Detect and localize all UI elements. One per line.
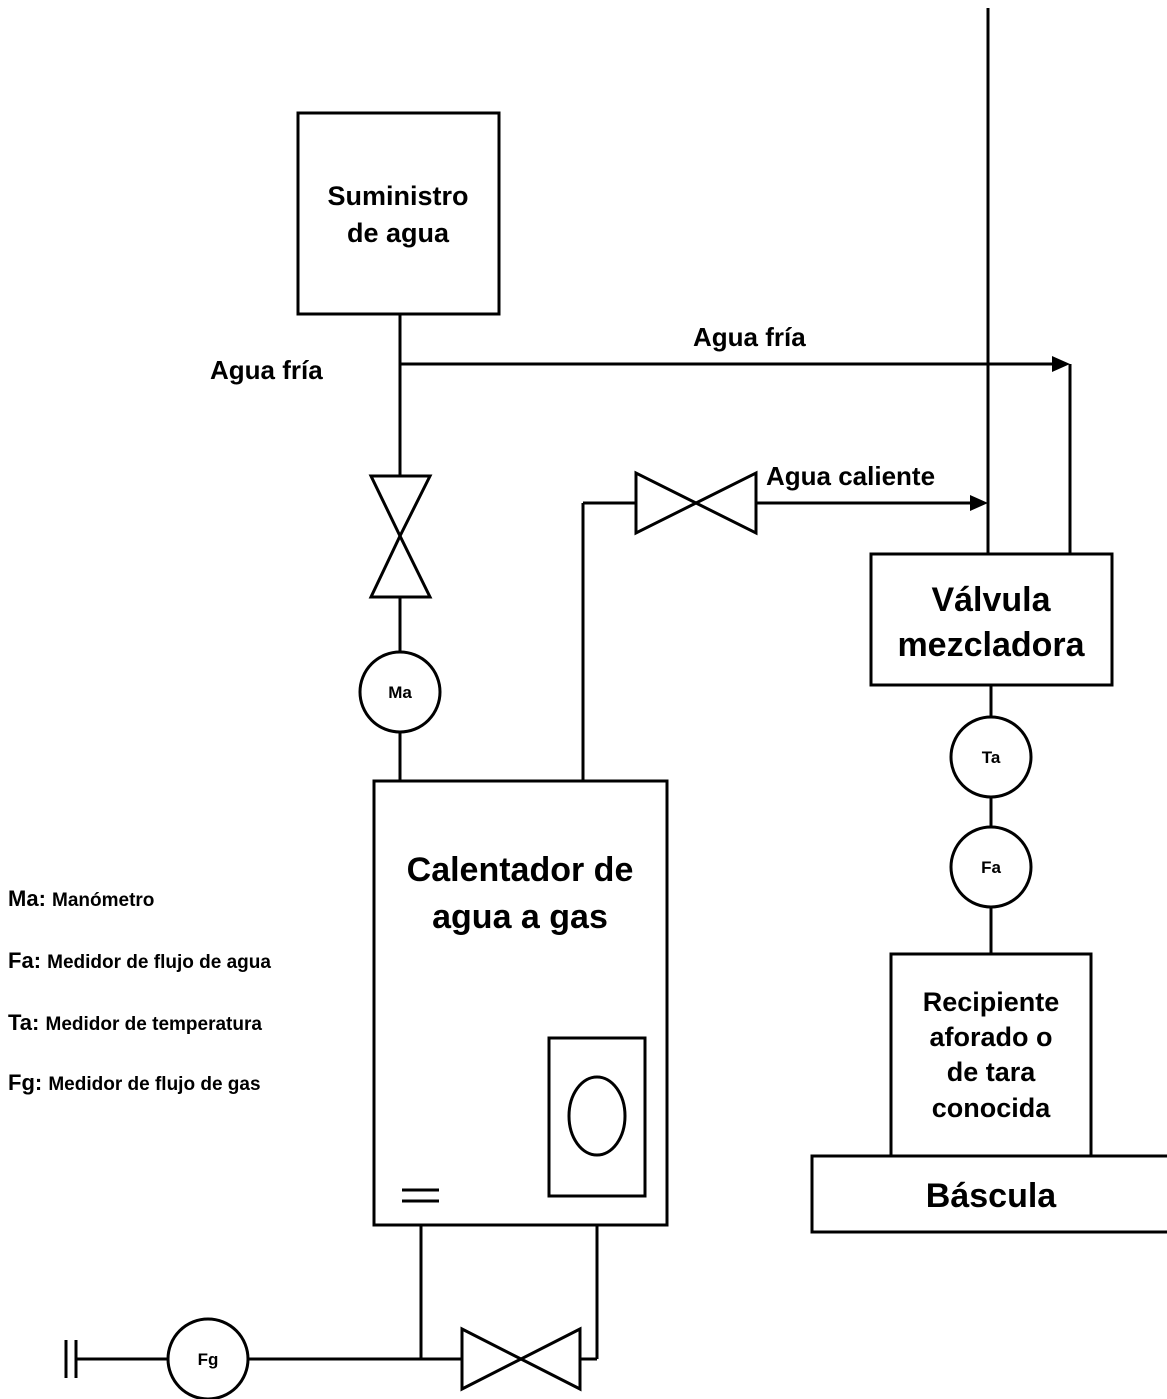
temperature-meter-label: Ta [982, 748, 1001, 767]
container-label-line2: aforado o [929, 1022, 1052, 1052]
cold-water-valve [368, 474, 433, 599]
cold-water-label-left: Agua fría [210, 355, 323, 385]
gas-valve [460, 1326, 582, 1392]
legend-abbr: Fa [8, 948, 34, 973]
pressure-gauge-label: Ma [388, 683, 412, 702]
legend-desc: Medidor de temperatura [46, 1014, 263, 1035]
cold-water-arrow [1052, 356, 1070, 372]
burner-window [547, 1036, 647, 1198]
burner-flame-icon [567, 1075, 627, 1157]
legend-abbr: Fg [8, 1070, 35, 1095]
container-label-line3: de tara [947, 1057, 1037, 1087]
gas-water-heater-box: Calentador de agua a gas [372, 779, 669, 1227]
legend: Ma: Manómetro Fa: Medidor de flujo de ag… [8, 886, 271, 1095]
temperature-meter: Ta [949, 715, 1033, 799]
water-flow-meter-label: Fa [981, 858, 1001, 877]
legend-desc: Medidor de flujo de agua [47, 952, 271, 973]
cold-water-label-top: Agua fría [693, 322, 806, 352]
gas-flow-meter-label: Fg [198, 1350, 219, 1369]
hot-water-arrow [970, 495, 988, 511]
scale-box: Báscula [810, 1154, 1167, 1234]
legend-item: Ta: Medidor de temperatura [8, 1010, 262, 1035]
heater-label-line1: Calentador de [407, 851, 634, 889]
legend-desc: Manómetro [52, 890, 154, 911]
legend-desc: Medidor de flujo de gas [48, 1074, 260, 1095]
pressure-gauge: Ma [358, 650, 442, 734]
water-supply-label-line1: Suministro [327, 181, 468, 211]
mixing-valve-box: Válvula mezcladora [869, 552, 1114, 687]
water-flow-meter: Fa [949, 825, 1033, 909]
container-label-line1: Recipiente [923, 987, 1060, 1017]
hot-water-label: Agua caliente [766, 461, 935, 491]
gas-flow-meter: Fg [166, 1317, 250, 1399]
container-box: Recipiente aforado o de tara conocida [889, 952, 1093, 1158]
mixing-valve-label-line2: mezcladora [897, 626, 1085, 664]
legend-item: Ma: Manómetro [8, 886, 154, 911]
heater-label-line2: agua a gas [432, 898, 608, 936]
legend-abbr: Ta [8, 1010, 33, 1035]
hot-water-valve [634, 470, 758, 536]
water-supply-box: Suministro de agua [296, 111, 501, 316]
legend-item: Fa: Medidor de flujo de agua [8, 948, 271, 973]
water-supply-label-line2: de agua [347, 218, 450, 248]
legend-item: Fg: Medidor de flujo de gas [8, 1070, 261, 1095]
mixing-valve-label-line1: Válvula [931, 581, 1051, 619]
container-label-line4: conocida [932, 1093, 1052, 1123]
scale-label: Báscula [926, 1177, 1057, 1215]
legend-abbr: Ma [8, 886, 39, 911]
